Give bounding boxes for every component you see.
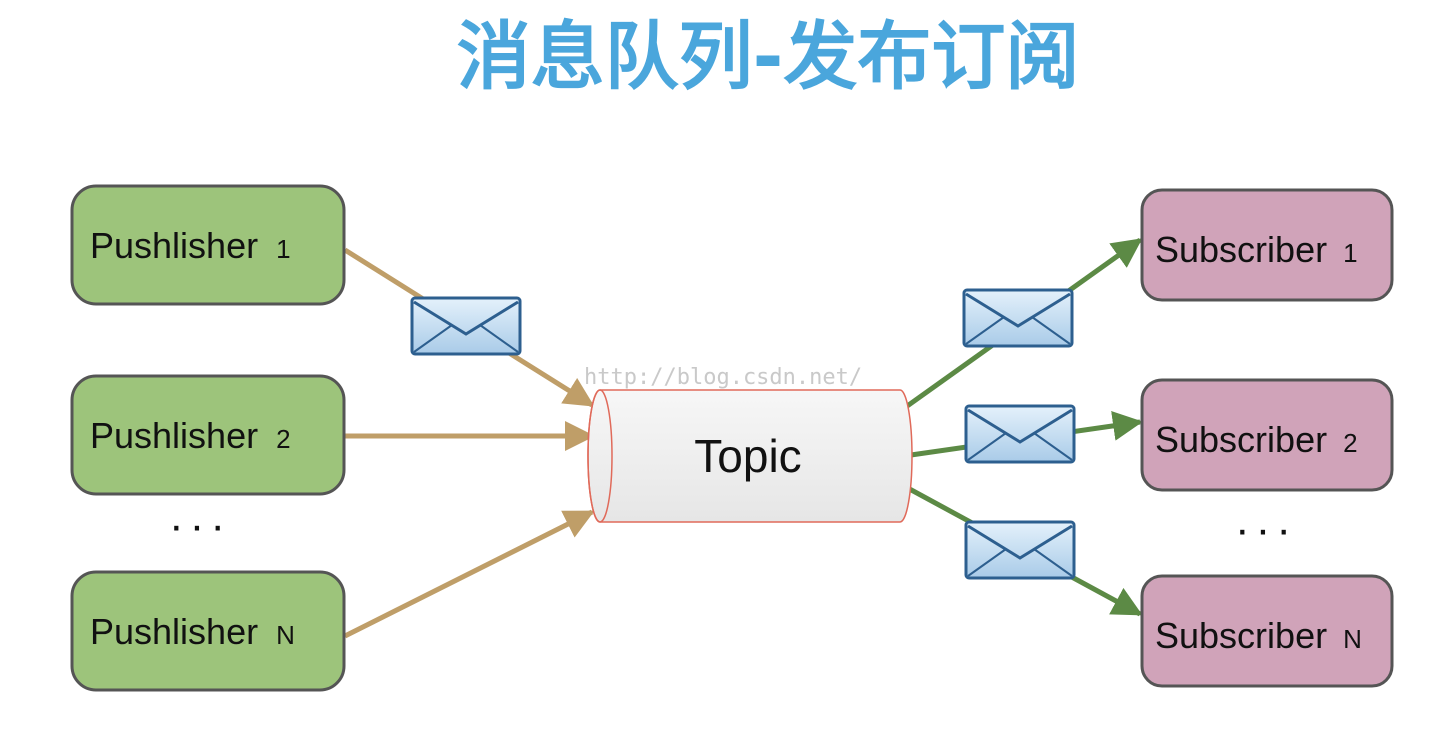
- topic-label: Topic: [694, 430, 801, 482]
- subscriber-1-suffix: 1: [1343, 238, 1357, 268]
- envelope-icon: [964, 520, 1076, 580]
- subscriber-n-suffix: N: [1343, 624, 1362, 654]
- subscribers-ellipsis: ···: [1235, 505, 1297, 554]
- envelope-icon: [962, 288, 1074, 348]
- svg-text:Pushlisher N: Pushlisher N: [90, 611, 295, 652]
- subscriber-2-node: Subscriber 2: [1140, 378, 1394, 492]
- publisher-n-label: Pushlisher: [90, 611, 258, 652]
- publisher-2-node: Pushlisher 2: [70, 374, 346, 496]
- subscriber-2-label: Subscriber: [1155, 419, 1327, 460]
- publisher-2-label: Pushlisher: [90, 415, 258, 456]
- page-title: 消息队列-发布订阅: [457, 14, 1080, 100]
- subscriber-1-node: Subscriber 1: [1140, 188, 1394, 302]
- topic-cylinder: Topic: [587, 389, 913, 523]
- publisher-n-arrow: [343, 509, 595, 639]
- publisher-1-label: Pushlisher: [90, 225, 258, 266]
- envelope-icon: [410, 296, 522, 356]
- publisher-1-suffix: 1: [276, 234, 290, 264]
- publisher-1-node: Pushlisher 1: [70, 184, 346, 306]
- subscriber-n-label: Subscriber: [1155, 615, 1327, 656]
- svg-text:Pushlisher 2: Pushlisher 2: [90, 415, 291, 456]
- subscriber-2-suffix: 2: [1343, 428, 1357, 458]
- subscriber-1-label: Subscriber: [1155, 229, 1327, 270]
- envelope-icon: [964, 404, 1076, 464]
- svg-text:Subscriber 1: Subscriber 1: [1155, 229, 1358, 270]
- svg-text:Subscriber 2: Subscriber 2: [1155, 419, 1358, 460]
- publisher-n-suffix: N: [276, 620, 295, 650]
- publisher-n-node: Pushlisher N: [70, 570, 346, 692]
- svg-text:Pushlisher 1: Pushlisher 1: [90, 225, 291, 266]
- publisher-2-suffix: 2: [276, 424, 290, 454]
- svg-text:Subscriber N: Subscriber N: [1155, 615, 1362, 656]
- watermark-text: http://blog.csdn.net/: [584, 365, 862, 390]
- subscriber-n-node: Subscriber N: [1140, 574, 1394, 688]
- publishers-ellipsis: ···: [169, 501, 231, 550]
